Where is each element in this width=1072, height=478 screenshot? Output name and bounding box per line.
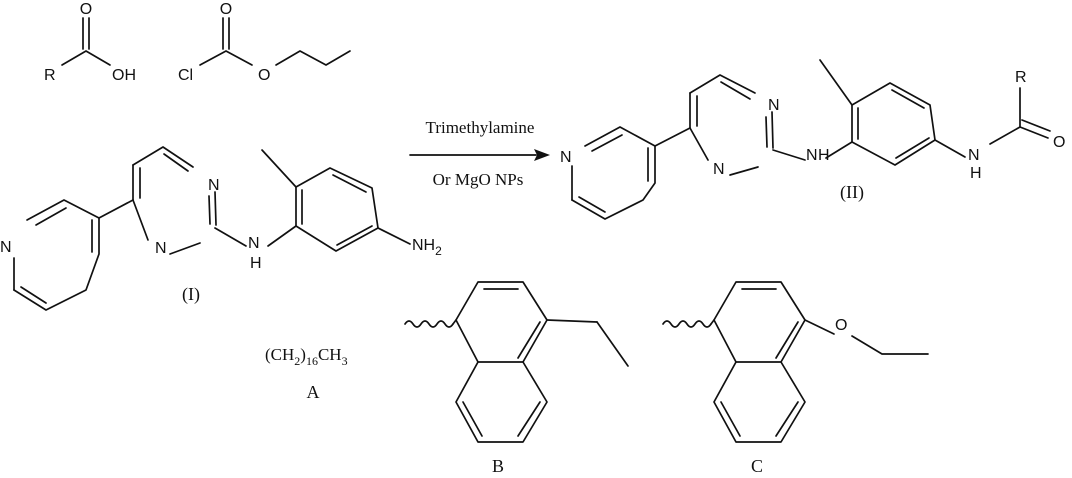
compound-II-pyridine-n: N	[560, 149, 572, 166]
substituent-A: (CH2)16CH3 A	[265, 345, 348, 402]
compound-I-pyrimidine-n-bottom: N	[155, 240, 167, 257]
substituent-C: O C	[662, 281, 929, 476]
compound-I-nh-nitrogen: N	[248, 235, 260, 252]
compound-I-pyrimidine-n-top: N	[208, 177, 220, 194]
compound-II-carbonyl-oxygen: O	[1053, 134, 1065, 151]
compound-I-nh-hydrogen: H	[250, 255, 262, 272]
acid-carbonyl-oxygen: O	[80, 1, 92, 18]
compound-II-pyrimidine-n-bottom: N	[713, 161, 725, 178]
carboxylic-acid-reagent: O R OH	[44, 1, 136, 84]
substituent-C-wavy-bond	[662, 320, 712, 328]
acid-hydroxyl: OH	[112, 67, 136, 84]
compound-I-pyridine-n: N	[0, 239, 12, 256]
compound-I: N N N N H NH2 (I)	[0, 146, 442, 311]
substituent-B-label: B	[492, 456, 504, 476]
compound-II-r-group: R	[1015, 69, 1027, 86]
acid-r-group: R	[44, 67, 56, 84]
compound-II-amide-h: H	[970, 165, 982, 182]
compound-II-pyrimidine-n-top: N	[768, 97, 780, 114]
substituent-B: B	[404, 281, 629, 476]
compound-II-nh-hydrogen: H	[818, 147, 830, 164]
substituent-A-formula: (CH2)16CH3	[265, 345, 348, 368]
condition-below-arrow: Or MgO NPs	[433, 170, 524, 189]
substituent-C-ether-oxygen: O	[835, 317, 847, 334]
chloroformate-chlorine: Cl	[178, 67, 193, 84]
ethyl-chloroformate-reagent: O Cl O	[178, 1, 351, 84]
reaction-arrowhead	[534, 149, 550, 161]
substituent-B-wavy-bond	[404, 320, 454, 328]
compound-II: N N N N H N H R O (II)	[560, 59, 1065, 220]
reaction-arrow-group: Trimethylamine Or MgO NPs	[409, 118, 550, 189]
substituent-C-label: C	[751, 456, 763, 476]
condition-above-arrow: Trimethylamine	[426, 118, 535, 137]
substituent-A-label: A	[307, 382, 320, 402]
compound-II-nh-nitrogen: N	[806, 147, 818, 164]
compound-II-label: (II)	[840, 182, 864, 203]
compound-II-amide-n: N	[968, 147, 980, 164]
compound-I-label: (I)	[182, 284, 200, 305]
chloroformate-carbonyl-oxygen: O	[220, 1, 232, 18]
chloroformate-ester-oxygen: O	[258, 67, 270, 84]
compound-I-amine-nh2: NH2	[412, 237, 442, 258]
